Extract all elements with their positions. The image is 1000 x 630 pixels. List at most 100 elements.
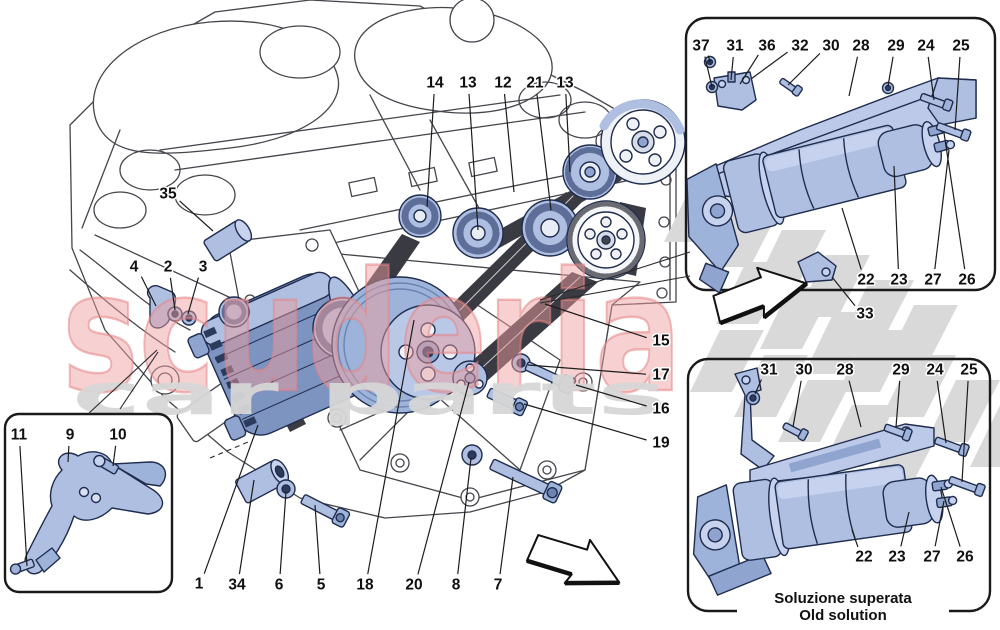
leader-line [848, 56, 859, 97]
hardware-parts [146, 219, 577, 528]
callout-label-inset-bottom-left-11: 11 [11, 427, 28, 444]
callout-label-old-solution-30: 30 [795, 362, 812, 379]
callout-label-main-5: 5 [317, 577, 326, 594]
watermark-brand: scuderia [62, 237, 682, 429]
leader-line [954, 56, 961, 131]
leader-line [900, 511, 910, 547]
leader-line [848, 380, 862, 428]
direction-arrow-main [523, 516, 632, 607]
pulleys [312, 99, 686, 414]
leader-line [457, 457, 472, 575]
leader-line [940, 486, 961, 547]
leader-line [704, 56, 713, 88]
leader-line [179, 200, 214, 232]
bracket-detail-illustration [9, 451, 167, 575]
callout-label-old-solution-22: 22 [855, 549, 872, 566]
leader-line [739, 54, 759, 85]
leader-line [417, 381, 470, 575]
leader-line [575, 384, 647, 407]
callout-label-main-17: 17 [652, 367, 669, 384]
callout-label-new-solution-27: 27 [924, 272, 941, 289]
leader-line [943, 132, 966, 270]
callout-label-new-solution-33: 33 [856, 306, 874, 323]
leader-line [279, 491, 287, 575]
leader-line [707, 55, 711, 63]
callout-label-new-solution-26: 26 [958, 272, 976, 289]
leader-line [565, 93, 571, 173]
callout-label-main-13: 13 [556, 75, 574, 92]
leader-line [499, 476, 514, 575]
leader-line [750, 51, 788, 80]
leader-line [730, 56, 734, 81]
starter-motor-old-illustration [692, 367, 986, 596]
callout-label-old-solution-26: 26 [956, 549, 974, 566]
leader-line [503, 93, 515, 193]
starter-motor-new-illustration [686, 55, 977, 294]
callout-label-main-4: 4 [130, 259, 139, 276]
callout-label-new-solution-30: 30 [822, 38, 839, 55]
callout-label-inset-bottom-left-9: 9 [66, 427, 75, 444]
new-solution-box [684, 16, 997, 292]
inset-connector-line [87, 349, 158, 415]
callout-label-main-2: 2 [164, 259, 173, 276]
leader-line [934, 500, 945, 547]
leader-line [203, 424, 259, 574]
callout-label-new-solution-32: 32 [791, 38, 808, 55]
callout-label-new-solution-31: 31 [726, 38, 744, 55]
leader-line [934, 149, 950, 270]
leader-line [314, 504, 321, 575]
callout-label-main-19: 19 [652, 435, 670, 452]
callout-label-new-solution-25: 25 [952, 38, 970, 55]
callout-label-main-1: 1 [195, 576, 204, 593]
old-solution-caption-line2: Old solution [799, 607, 887, 624]
leader-line [187, 277, 200, 315]
leader-line [887, 56, 894, 87]
callout-label-new-solution-23: 23 [890, 272, 908, 289]
leader-line [238, 479, 255, 575]
callout-label-new-solution-37: 37 [692, 38, 709, 55]
leader-line [112, 445, 117, 467]
engine-illustration [69, 0, 686, 528]
leader-line [544, 303, 647, 339]
leader-line [895, 380, 901, 428]
leader-line [792, 380, 802, 428]
callout-label-inset-bottom-left-10: 10 [109, 427, 126, 444]
leader-line [67, 445, 70, 463]
callout-label-new-solution-36: 36 [758, 38, 776, 55]
callout-label-main-16: 16 [652, 401, 670, 418]
callout-label-main-6: 6 [275, 577, 284, 594]
callout-label-old-solution-25: 25 [960, 362, 978, 379]
leader-line [140, 276, 157, 307]
leader-line [426, 93, 435, 208]
callout-label-old-solution-24: 24 [926, 362, 944, 379]
callout-label-main-34: 34 [228, 577, 246, 594]
leader-line [927, 56, 935, 101]
leader-line [468, 93, 479, 231]
leader-line [367, 319, 415, 575]
callout-label-main-8: 8 [452, 577, 461, 594]
callout-label-main-13: 13 [459, 75, 477, 92]
leader-line [787, 52, 821, 86]
leader-line [754, 379, 762, 395]
leader-line [831, 276, 856, 307]
callout-label-old-solution-28: 28 [836, 362, 854, 379]
callout-label-new-solution-24: 24 [917, 38, 935, 55]
old-solution-caption-line1: Soluzione superata [774, 590, 912, 607]
callout-label-main-14: 14 [426, 75, 444, 92]
leader-line [523, 403, 647, 441]
leader-line [841, 207, 862, 270]
callout-label-old-solution-29: 29 [892, 362, 910, 379]
callout-label-old-solution-27: 27 [923, 549, 940, 566]
callout-label-main-12: 12 [494, 75, 511, 92]
caption-mask [737, 590, 949, 626]
callout-label-main-7: 7 [494, 577, 503, 594]
callout-label-new-solution-29: 29 [887, 38, 905, 55]
inset-connector-line [539, 275, 691, 304]
inset-connector-line [119, 351, 159, 410]
leader-line [936, 380, 947, 444]
callout-label-main-21: 21 [526, 75, 544, 92]
leader-line [851, 529, 859, 548]
